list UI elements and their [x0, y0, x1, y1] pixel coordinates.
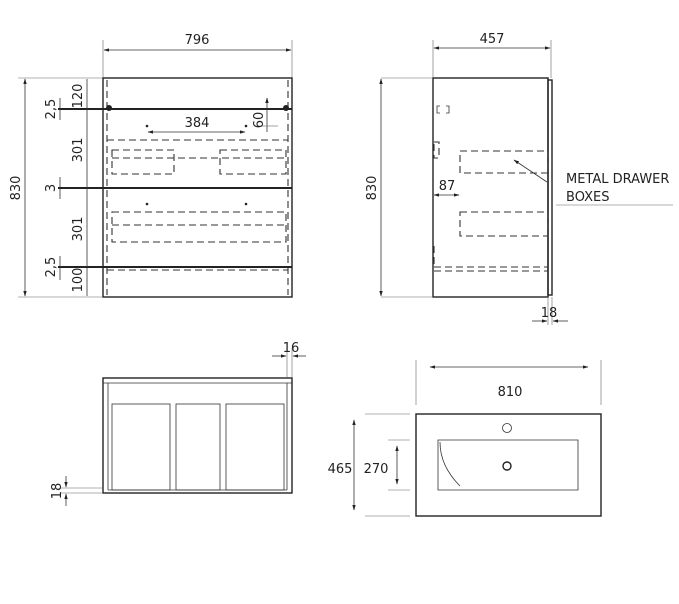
top-rail-label: 120 — [71, 84, 86, 109]
handle-spacing-label: 384 — [185, 116, 210, 131]
drawer-top-label: 301 — [71, 138, 86, 163]
callout-line2: BOXES — [566, 190, 609, 205]
front-thickness-label: 18 — [541, 306, 558, 321]
plinth-label: 100 — [71, 268, 86, 293]
side-height-label: 830 — [365, 176, 380, 201]
width-label: 796 — [185, 33, 210, 48]
shelf-top-label: 2,5 — [44, 99, 59, 120]
basin-width-label: 810 — [498, 385, 523, 400]
side-view: 457 830 87 METAL DRAWER BOXES 18 — [365, 32, 673, 325]
base-thickness-label: 18 — [50, 483, 65, 500]
depth-label: 457 — [480, 32, 505, 47]
height-label: 830 — [9, 176, 24, 201]
top-view: 16 18 — [50, 341, 306, 506]
tap-hole — [502, 423, 512, 433]
bowl-depth-label: 270 — [364, 462, 389, 477]
basin-top — [415, 413, 602, 517]
drawer-offset-label: 87 — [439, 179, 456, 194]
front-view: 796 384 60 830 120 301 301 — [9, 33, 293, 298]
basin-view: 810 465 270 — [328, 360, 602, 517]
divider-label: 3 — [44, 184, 59, 192]
shelf-bottom-label: 2,5 — [44, 257, 59, 278]
drawer-bottom-label: 301 — [71, 217, 86, 242]
side-thickness-label: 16 — [283, 341, 300, 356]
drain-hole — [502, 461, 512, 471]
handle-offset-label: 60 — [252, 112, 267, 129]
callout-line1: METAL DRAWER — [566, 172, 669, 187]
basin-depth-label: 465 — [328, 462, 353, 477]
